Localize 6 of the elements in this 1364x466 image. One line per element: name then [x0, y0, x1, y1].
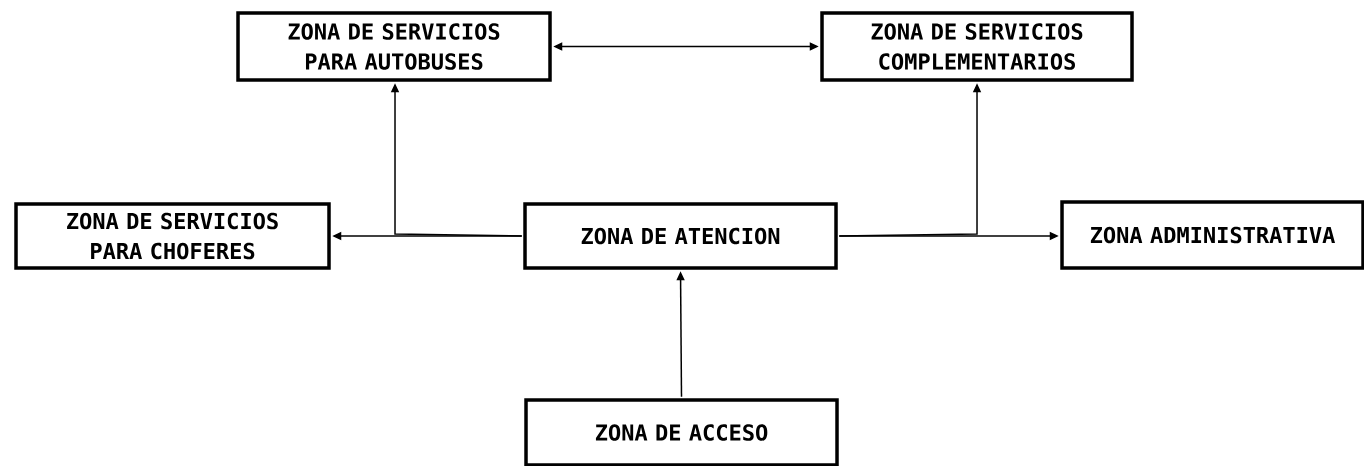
zone-box: ZONA DE ACCESO: [524, 398, 839, 466]
zone-box: ZONA DE ATENCION: [523, 202, 838, 270]
zone-box: ZONA ADMINISTRATIVA: [1060, 200, 1364, 270]
zone-box: ZONA DE SERVICIOS PARA CHOFERES: [14, 202, 331, 270]
zone-box: ZONA DE SERVICIOS PARA AUTOBUSES: [236, 11, 552, 82]
zone-box: ZONA DE SERVICIOS COMPLEMENTARIOS: [820, 11, 1134, 82]
